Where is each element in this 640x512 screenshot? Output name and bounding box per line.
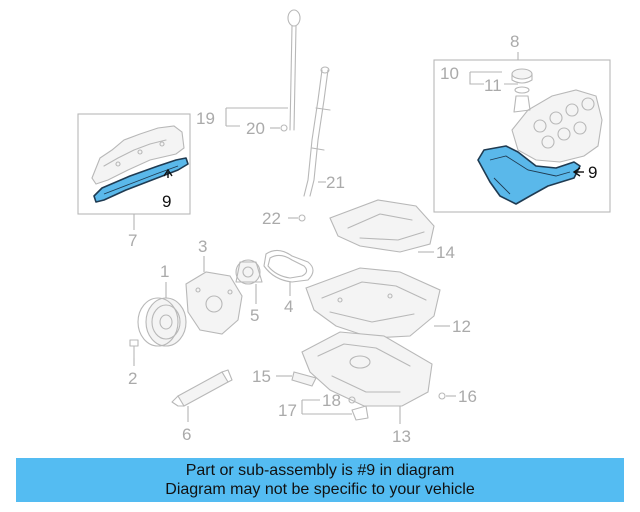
arrow-9-right: [572, 167, 581, 177]
arrow-9-left: [163, 168, 173, 177]
info-banner: Part or sub-assembly is #9 in diagram Di…: [16, 458, 624, 502]
bracket-17: [351, 405, 369, 421]
banner-line-1: Part or sub-assembly is #9 in diagram: [185, 462, 455, 479]
dipstick-tube: [303, 66, 331, 197]
callout-9-left[interactable]: 9: [162, 192, 171, 211]
callout-12[interactable]: 12: [452, 317, 471, 336]
valve-cover-right: [511, 89, 603, 163]
oil-cap-assembly: [511, 68, 533, 113]
callout-17[interactable]: 17: [278, 401, 297, 420]
callout-6[interactable]: 6: [182, 425, 191, 444]
callout-2[interactable]: 2: [128, 369, 137, 388]
gasket-right-highlight[interactable]: [477, 145, 581, 205]
engine-cover: [329, 199, 435, 253]
dipstick: [287, 9, 301, 131]
pulley-bolt: [129, 339, 139, 359]
callout-18[interactable]: 18: [322, 391, 341, 410]
callout-19[interactable]: 19: [196, 109, 215, 128]
callout-7[interactable]: 7: [128, 231, 137, 250]
callout-4[interactable]: 4: [284, 297, 293, 316]
timing-cover: [185, 271, 243, 335]
callout-1[interactable]: 1: [160, 262, 169, 281]
callout-3[interactable]: 3: [198, 237, 207, 256]
upper-oil-pan: [305, 267, 441, 339]
gasket-left-highlight[interactable]: [93, 157, 189, 203]
detail-box-8: [433, 59, 611, 213]
callout-20[interactable]: 20: [246, 119, 265, 138]
sealant-tube: [171, 369, 233, 407]
callout-13[interactable]: 13: [392, 427, 411, 446]
tensioner-pulley: [235, 259, 263, 285]
crankshaft-pulley: [137, 297, 187, 347]
callout-9-right[interactable]: 9: [588, 163, 597, 182]
lower-oil-pan: [301, 331, 433, 407]
callout-10[interactable]: 10: [440, 64, 459, 83]
sensor: [291, 371, 317, 387]
callout-11[interactable]: 11: [484, 76, 502, 95]
callout-22[interactable]: 22: [262, 209, 281, 228]
callout-14[interactable]: 14: [436, 243, 455, 262]
valve-cover-left: [91, 125, 185, 185]
callout-15[interactable]: 15: [252, 367, 271, 386]
callout-8[interactable]: 8: [510, 32, 519, 51]
drive-belt: [263, 249, 314, 283]
banner-line-2: Diagram may not be specific to your vehi…: [165, 481, 475, 498]
drain-plug: [438, 392, 446, 400]
callout-21[interactable]: 21: [326, 173, 345, 192]
callout-16[interactable]: 16: [458, 387, 477, 406]
callout-5[interactable]: 5: [250, 306, 259, 325]
